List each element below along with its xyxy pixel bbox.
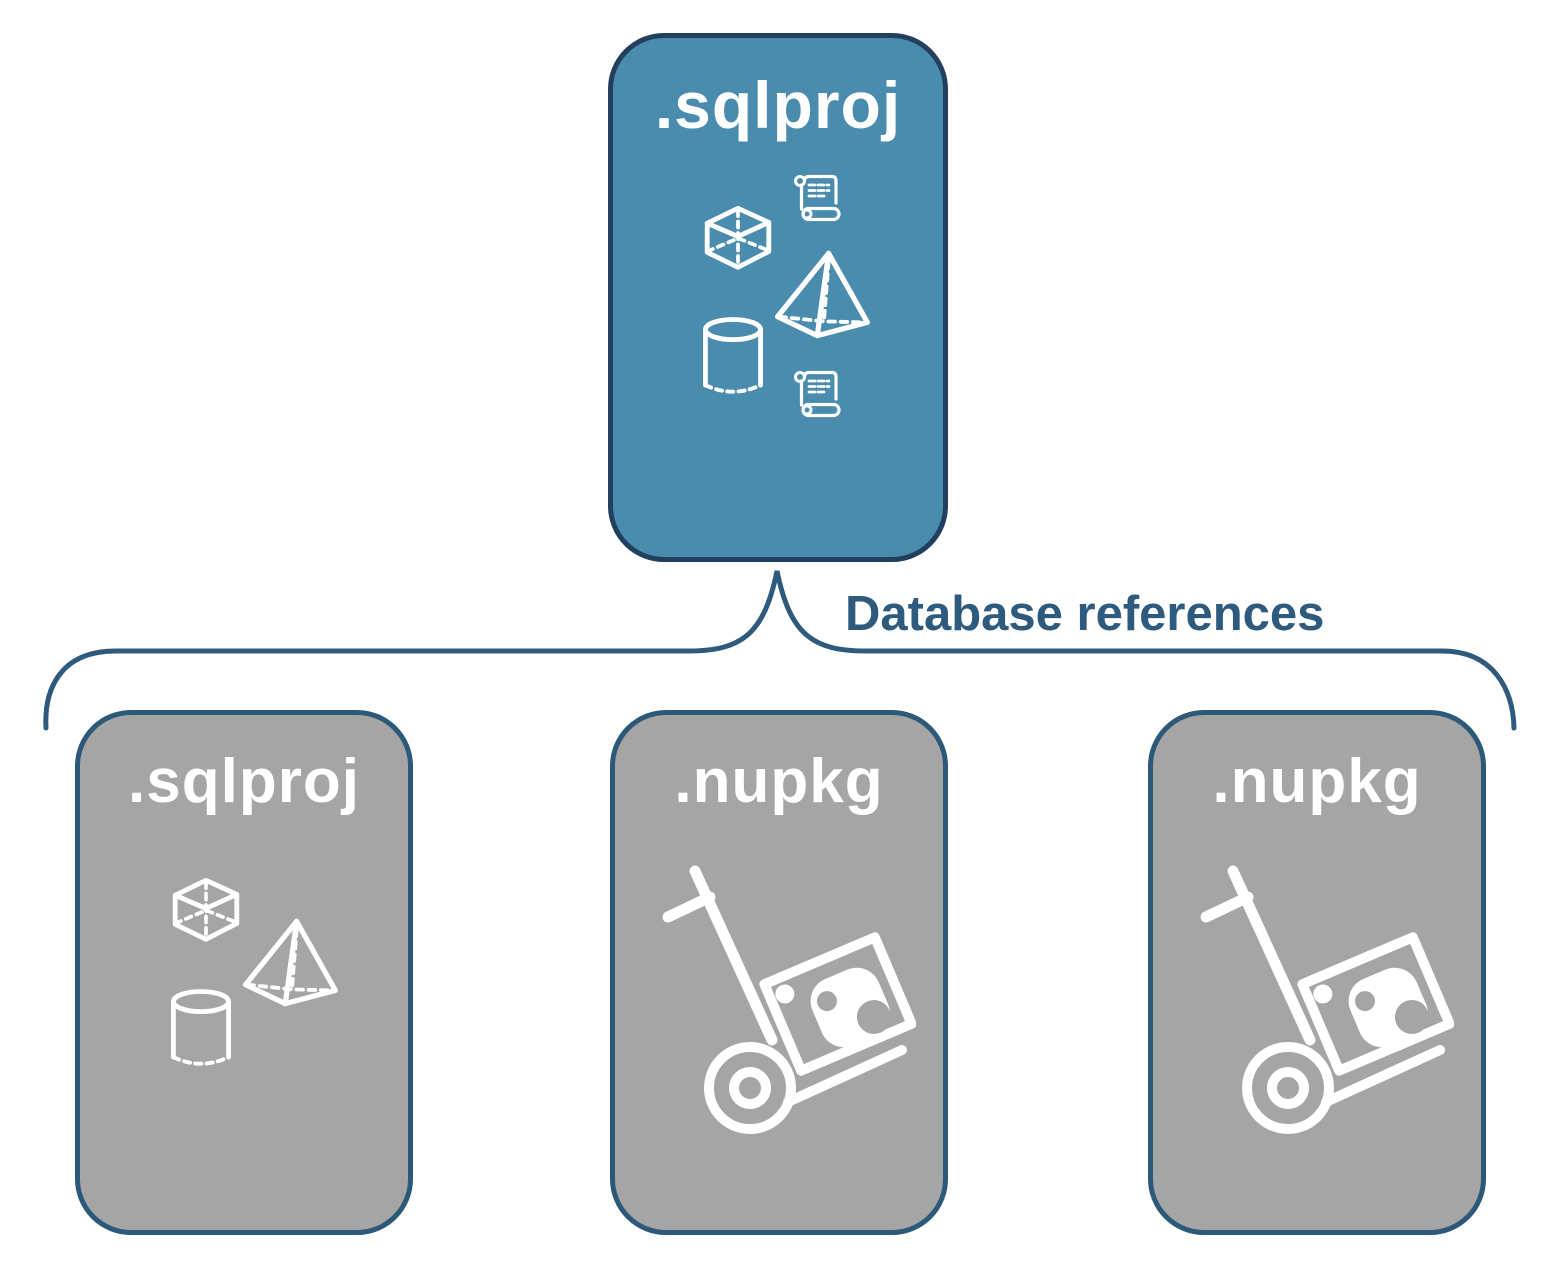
script-scroll-icon <box>794 370 841 418</box>
connector-label: Database references <box>845 587 1325 641</box>
pyramid-icon <box>774 250 870 339</box>
nuget-dolly-icon <box>662 865 916 1134</box>
cube-icon <box>172 877 240 942</box>
node-nupkg-reference-1-title: .nupkg <box>674 747 884 816</box>
node-nupkg-reference-2-title: .nupkg <box>1212 747 1422 816</box>
pyramid-icon <box>242 918 338 1007</box>
database-cylinder-icon <box>703 317 763 394</box>
nuget-dolly-icon <box>1200 865 1454 1134</box>
node-sqlproj-main: .sqlproj <box>608 33 948 562</box>
node-sqlproj-reference-title: .sqlproj <box>128 747 360 816</box>
script-scroll-icon <box>794 174 841 222</box>
node-sqlproj-main-title: .sqlproj <box>654 68 902 142</box>
node-sqlproj-reference: .sqlproj <box>75 710 413 1235</box>
node-nupkg-reference-2: .nupkg <box>1148 710 1486 1235</box>
database-cylinder-icon <box>171 989 231 1066</box>
cube-icon <box>704 205 772 270</box>
